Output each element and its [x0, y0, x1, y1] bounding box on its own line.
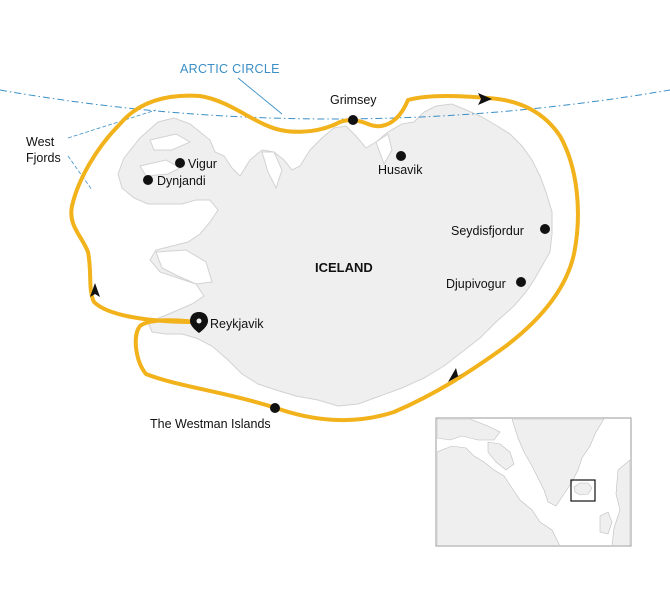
- place-label-vigur: Vigur: [188, 157, 217, 171]
- west-fjords-label-line-1: West: [26, 135, 55, 149]
- place-marker-husavik: [396, 151, 406, 161]
- place-label-grimsey: Grimsey: [330, 93, 377, 107]
- direction-arrow-icon: [90, 283, 100, 297]
- westfjords-inlet: [139, 159, 182, 177]
- westfjords-inlet: [149, 133, 192, 151]
- faxafloi-bay: [155, 249, 213, 285]
- direction-arrow-icon: [448, 368, 464, 382]
- inset-land-british-isles: [599, 511, 613, 535]
- place-marker-westman: [270, 403, 280, 413]
- west-fjords-label: West Fjords: [26, 135, 61, 165]
- iceland-landmass: [117, 103, 553, 407]
- place-marker-seydisfjordur: [540, 224, 550, 234]
- inset-land-scandinavia: [611, 459, 630, 545]
- inset-land-iceland: [573, 482, 593, 496]
- place-label-seydisfjordur: Seydisfjordur: [451, 224, 524, 238]
- west-fjords-leader: [67, 109, 157, 139]
- inset-land-baffin: [487, 441, 515, 471]
- place-label-djupivogur: Djupivogur: [446, 277, 506, 291]
- inset-land-north-america: [437, 445, 560, 545]
- inset-land-arctic-islands: [437, 419, 501, 441]
- place-label-reykjavik: Reykjavik: [210, 317, 264, 331]
- direction-arrow-icon: [478, 93, 492, 105]
- place-label-husavik: Husavik: [378, 163, 423, 177]
- west-fjords-label-line-2: Fjords: [26, 151, 61, 165]
- place-marker-djupivogur: [516, 277, 526, 287]
- place-marker-dynjandi: [143, 175, 153, 185]
- arctic-circle-leader: [237, 77, 283, 115]
- inset-land-greenland: [511, 419, 605, 507]
- place-marker-vigur: [175, 158, 185, 168]
- location-pin-icon: [190, 312, 208, 333]
- country-label: ICELAND: [315, 260, 373, 275]
- place-label-westman: The Westman Islands: [150, 417, 271, 431]
- inset-iceland-highlight: [570, 479, 596, 502]
- arctic-circle-line: [0, 89, 670, 120]
- north-fjord: [261, 151, 283, 190]
- arctic-circle-label: ARCTIC CIRCLE: [180, 62, 280, 76]
- place-marker-grimsey: [348, 115, 358, 125]
- west-fjords-leader: [67, 155, 93, 191]
- north-fjord: [375, 133, 393, 166]
- inset-overview-map: [435, 417, 632, 547]
- place-label-dynjandi: Dynjandi: [157, 174, 206, 188]
